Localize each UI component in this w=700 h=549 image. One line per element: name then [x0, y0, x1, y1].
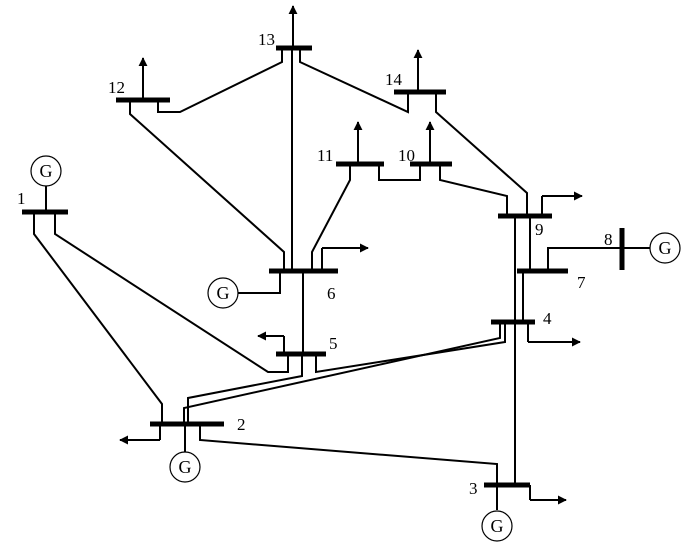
generator-2-symbol: G [179, 457, 192, 477]
bus-label-6: 6 [327, 284, 336, 303]
loads [119, 5, 583, 505]
gen-lead-6 [238, 271, 281, 294]
line-6-11 [311, 164, 351, 271]
bus-label-4: 4 [543, 309, 552, 328]
line-1-2 [33, 212, 163, 424]
bus-label-10: 10 [398, 146, 415, 165]
bus-labels: 1 2 3 4 5 6 7 8 9 10 11 12 13 14 [17, 30, 613, 498]
line-6-12 [129, 100, 285, 271]
bus-label-11: 11 [317, 146, 333, 165]
line-2-3 [199, 424, 498, 485]
line-12-13 [157, 48, 283, 113]
bus-label-9: 9 [535, 220, 544, 239]
line-1-5 [54, 212, 289, 373]
line-2-4 [183, 322, 501, 424]
line-9-14 [435, 92, 528, 216]
generator-2-circle [169, 451, 201, 483]
generator-2: G [169, 451, 201, 483]
line-9-10 [439, 164, 508, 216]
line-7-8 [547, 247, 622, 271]
buses [22, 45, 625, 488]
bus-label-13: 13 [258, 30, 275, 49]
generator-6-circle [207, 277, 239, 309]
generator-leads [45, 186, 650, 510]
bus-label-2: 2 [237, 415, 246, 434]
line-2-5 [187, 354, 303, 424]
bus-label-3: 3 [469, 479, 478, 498]
bus-label-14: 14 [385, 70, 403, 89]
bus-label-7: 7 [577, 273, 586, 292]
branches [33, 48, 622, 485]
generator-6-symbol: G [217, 283, 230, 303]
generator-3: G [481, 510, 513, 542]
bus-label-12: 12 [108, 78, 125, 97]
bus-label-5: 5 [329, 334, 338, 353]
line-10-11 [378, 164, 421, 181]
generator-8-circle [649, 232, 681, 264]
bus-label-1: 1 [17, 189, 26, 208]
generator-8-symbol: G [659, 238, 672, 258]
generator-6: G [207, 277, 239, 309]
line-13-14 [299, 48, 409, 114]
generator-1: G [30, 155, 62, 187]
generator-1-circle [30, 155, 62, 187]
generator-1-symbol: G [40, 161, 53, 181]
generator-3-circle [481, 510, 513, 542]
generator-8: G [649, 232, 681, 264]
line-4-5 [315, 322, 506, 374]
generator-3-symbol: G [491, 516, 504, 536]
bus-label-8: 8 [604, 230, 613, 249]
